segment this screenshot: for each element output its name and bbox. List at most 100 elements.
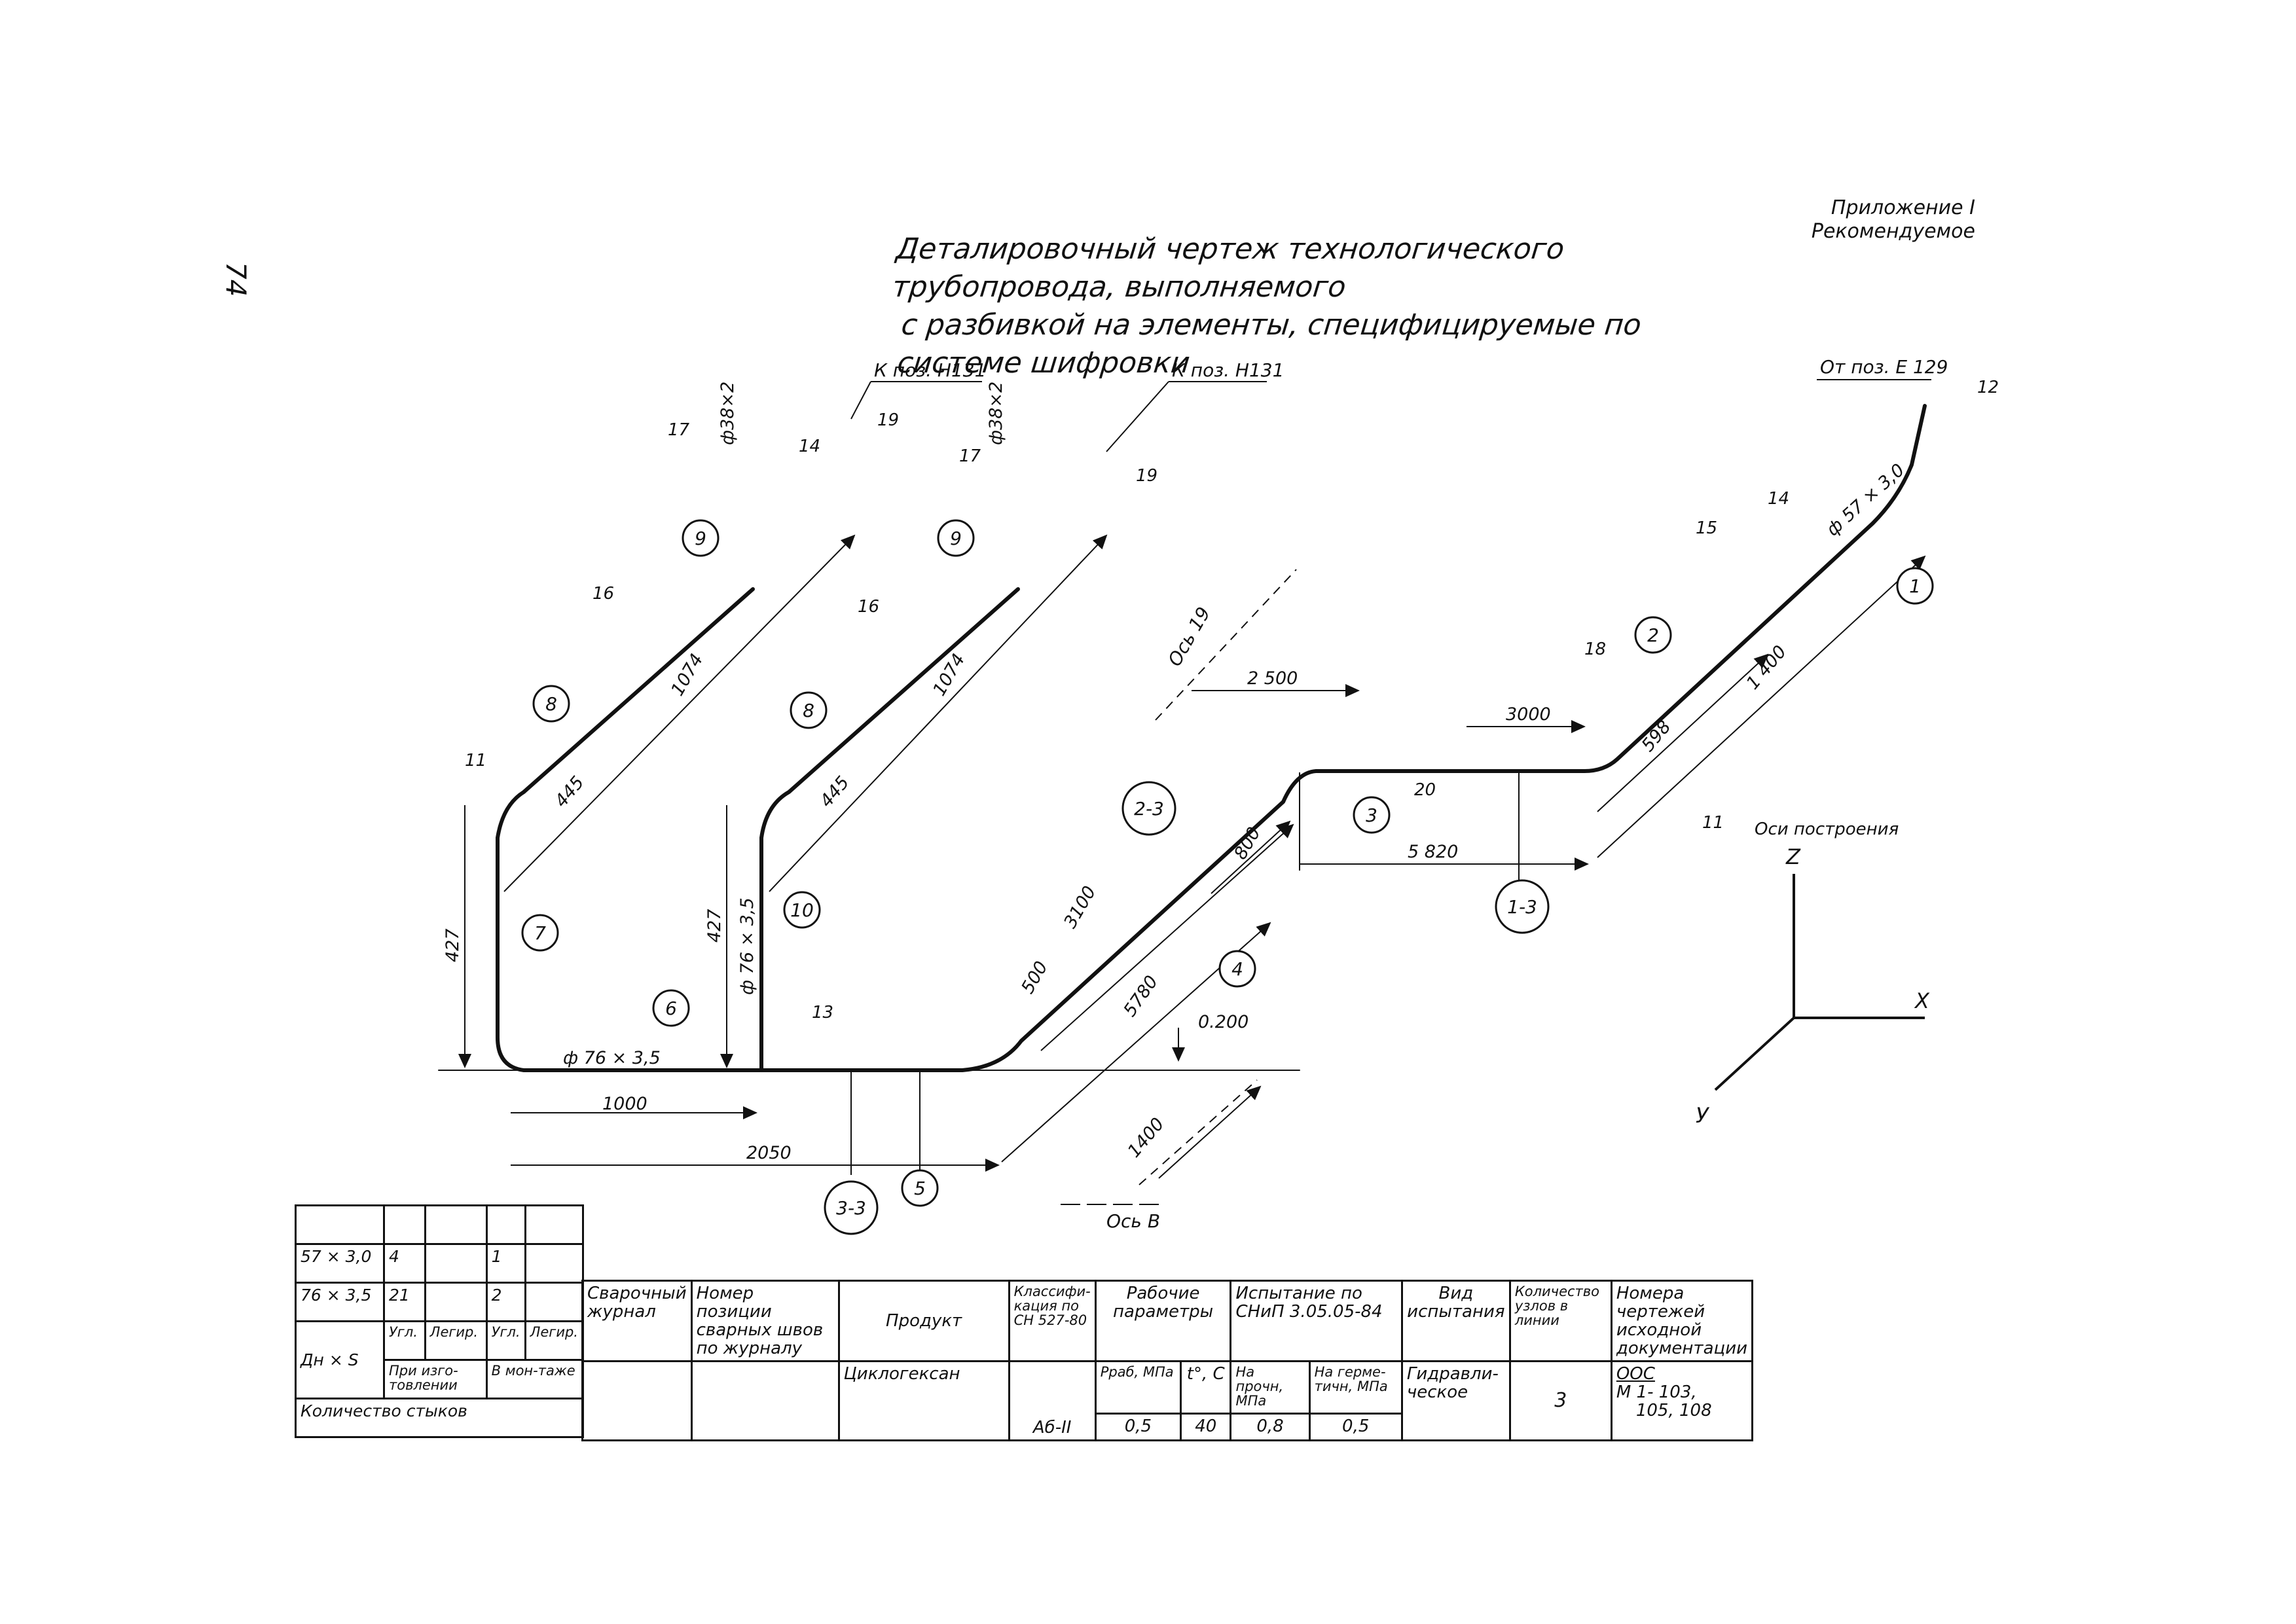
value-units: 3 xyxy=(1508,1360,1613,1441)
pipe-label-d76-b: ф 76 × 3,5 xyxy=(737,897,757,995)
balloon-1-3: 1-3 xyxy=(1495,879,1550,934)
balloon-8b: 8 xyxy=(790,691,828,729)
header-t: t°, С xyxy=(1180,1360,1232,1415)
dim-5820: 5 820 xyxy=(1408,842,1458,862)
balloon-2-3: 2-3 xyxy=(1121,781,1176,836)
balloon-9a: 9 xyxy=(682,519,720,557)
dim-3000: 3000 xyxy=(1506,704,1551,725)
axis-x: X xyxy=(1914,988,1930,1013)
svg-text:8: 8 xyxy=(803,700,814,721)
table-cell: 4 xyxy=(383,1243,426,1284)
svg-text:2: 2 xyxy=(1647,624,1659,646)
table-cell xyxy=(524,1204,585,1245)
dim-598: 598 xyxy=(1638,717,1675,755)
header-journal: Сварочный журнал xyxy=(581,1280,693,1362)
svg-text:7: 7 xyxy=(534,922,546,944)
pos-20: 20 xyxy=(1414,780,1436,800)
dim-2500: 2 500 xyxy=(1247,668,1298,689)
svg-text:9: 9 xyxy=(950,528,962,549)
value-t: 40 xyxy=(1180,1413,1232,1441)
header-work-params: Рабочие параметры xyxy=(1094,1280,1232,1362)
docs-mid: М xyxy=(1616,1382,1631,1402)
header-product: Продукт xyxy=(837,1280,1010,1362)
joints-footer: Количество стыков xyxy=(295,1398,584,1438)
table-cell xyxy=(295,1204,385,1245)
value-strength: 0,8 xyxy=(1230,1413,1311,1441)
appendix-line-2: Рекомендуемое xyxy=(1811,220,1975,243)
svg-text:10: 10 xyxy=(790,899,814,921)
docs-nums: 1- 103, xyxy=(1636,1382,1697,1402)
docs-top: ООС xyxy=(1616,1364,1655,1384)
balloon-3: 3 xyxy=(1353,796,1391,834)
dimension-lines xyxy=(458,534,1926,1185)
table-cell xyxy=(524,1282,585,1322)
pos-11b: 11 xyxy=(1702,813,1724,833)
dimension-values: 1074 1074 445 445 427 427 1000 2050 500 … xyxy=(443,641,1791,1163)
pos-18: 18 xyxy=(1584,640,1606,659)
value-test-type: Гидравли-ческое xyxy=(1400,1360,1511,1441)
dim-445-b: 445 xyxy=(816,772,854,811)
dim-3100: 3100 xyxy=(1060,882,1100,931)
balloon-7: 7 xyxy=(521,914,559,952)
pipe-segment-6-5 xyxy=(761,769,1586,1072)
svg-text:6: 6 xyxy=(665,998,677,1019)
pos-16a: 16 xyxy=(592,584,614,604)
header-pri-izgotovlenii: При изго-товлении xyxy=(383,1359,488,1399)
svg-text:4: 4 xyxy=(1231,958,1243,980)
header-v-montazhe: В мон-таже xyxy=(485,1359,585,1399)
svg-text:1: 1 xyxy=(1909,575,1921,597)
header-leg-2: Легир. xyxy=(524,1320,585,1361)
specification-table: Сварочный журнал Номер позиции сварных ш… xyxy=(581,1280,1754,1441)
table-cell xyxy=(424,1243,488,1284)
value-weld-pos xyxy=(690,1360,840,1441)
table-row: При изго-товлении В мон-таже xyxy=(296,1359,585,1399)
balloon-3-3: 3-3 xyxy=(824,1180,879,1235)
ref-axis-b: Ось В xyxy=(1106,1210,1160,1232)
dim-427-b: 427 xyxy=(704,909,725,943)
table-cell: 2 xyxy=(485,1282,526,1322)
pos-12: 12 xyxy=(1977,378,1999,397)
ref-ot-poz: От поз. Е 129 xyxy=(1820,356,1948,378)
pipe-segment-7 xyxy=(496,836,765,1072)
pos-19b: 19 xyxy=(1136,466,1157,486)
dim-1400-b: 1400 xyxy=(1124,1114,1169,1162)
header-weld-pos: Номер позиции сварных швов по журналу xyxy=(690,1280,840,1362)
header-tight: На герме-тичн, МПа xyxy=(1308,1360,1403,1415)
position-balloons: 9 8 7 6 9 8 10 2-3 4 3 1-3 2 1 3-3 5 xyxy=(521,519,1934,1235)
header-classif: Классифи-кация по СН 527-80 xyxy=(1008,1280,1097,1362)
header-ugl-2: Угл. xyxy=(485,1320,526,1361)
header-strength: На прочн, МПа xyxy=(1230,1360,1311,1415)
pos-19a: 19 xyxy=(877,410,899,430)
dim-5780: 5780 xyxy=(1120,972,1162,1020)
header-docs: Номера чертежей исходной документации xyxy=(1610,1280,1754,1362)
header-dn: Дн × S xyxy=(295,1320,385,1399)
ref-axis-19: Ось 19 xyxy=(1163,604,1214,670)
pipe-label-d38-2: ф38×2 xyxy=(986,382,1006,445)
value-product: Циклогексан xyxy=(837,1360,1010,1441)
appendix-note: Приложение I Рекомендуемое xyxy=(1812,196,1975,244)
balloon-5: 5 xyxy=(901,1169,939,1207)
pos-14a: 14 xyxy=(799,437,820,456)
value-p-rab: 0,5 xyxy=(1094,1413,1182,1441)
table-cell xyxy=(424,1282,488,1322)
reference-labels: К поз. Н131 К поз. Н131 От поз. Е 129 Ос… xyxy=(850,356,1948,1232)
table-row: 57 × 3,0 4 1 xyxy=(295,1243,585,1284)
header-leg-1: Легир. xyxy=(424,1320,488,1361)
position-numbers: 11 16 17 14 19 16 17 19 13 20 18 15 14 1… xyxy=(465,378,1999,1022)
svg-text:9: 9 xyxy=(695,528,706,549)
header-test-type: Вид испытания xyxy=(1400,1280,1511,1362)
table-cell xyxy=(485,1204,526,1245)
pos-14b: 14 xyxy=(1768,489,1789,509)
balloon-1: 1 xyxy=(1896,567,1934,605)
svg-text:3-3: 3-3 xyxy=(836,1197,866,1219)
dim-800: 800 xyxy=(1230,823,1265,863)
axis-z: Z xyxy=(1785,844,1801,869)
value-tight: 0,5 xyxy=(1308,1413,1403,1441)
pipe-lines xyxy=(438,404,1927,1072)
ref-k-poz-2: К поз. Н131 xyxy=(1172,359,1284,381)
axis-labels: Z X У Оси построения xyxy=(1696,820,1930,1128)
axis-y: У xyxy=(1696,1103,1710,1128)
balloon-2: 2 xyxy=(1634,616,1672,654)
joints-table: 57 × 3,0 4 1 76 × 3,5 21 2 Дн × S Угл. Л… xyxy=(295,1204,585,1438)
